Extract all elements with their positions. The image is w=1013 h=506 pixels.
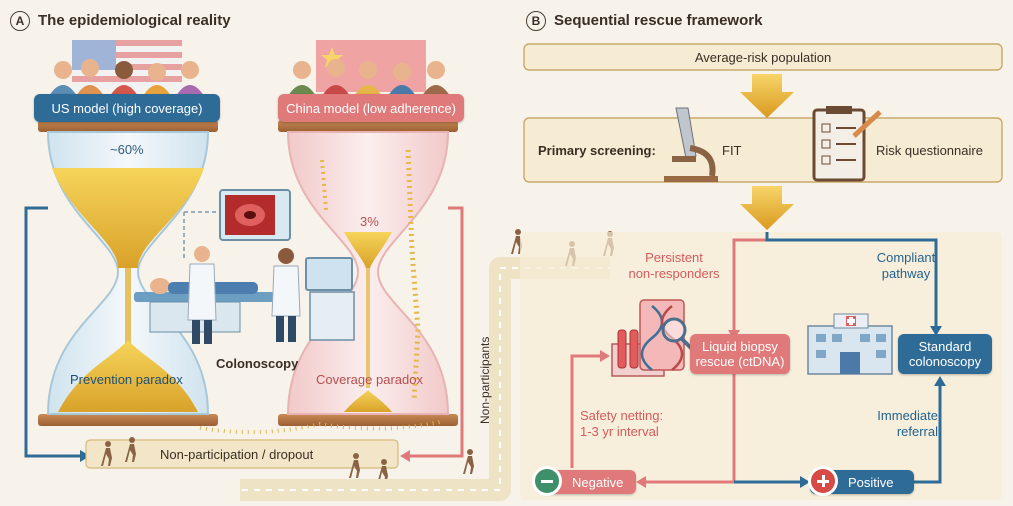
- hospital-icon: [807, 313, 893, 375]
- panel-b-title: Sequential rescue framework: [554, 12, 763, 29]
- persistent-line1: Persistent: [645, 250, 703, 265]
- china-model-label: China model (low adherence): [278, 94, 464, 122]
- persistent-label: Persistent non-responders: [622, 250, 726, 282]
- liquid-line1: Liquid biopsy: [702, 339, 778, 354]
- compliant-line1: Compliant: [876, 250, 936, 265]
- immediate-line1: Immediate: [877, 408, 938, 423]
- people-icon: [49, 59, 204, 96]
- minus-icon: [532, 466, 562, 496]
- prevention-paradox-label: Prevention paradox: [70, 372, 183, 387]
- compliant-line2: pathway: [881, 266, 931, 281]
- population-label: Average-risk population: [694, 50, 832, 65]
- standard-colonoscopy-box: Standard colonoscopy: [898, 334, 992, 374]
- hourglass-icon: [278, 120, 458, 426]
- people-icon: [288, 59, 450, 96]
- dropout-label: Non-participation / dropout: [160, 447, 314, 462]
- doctor-icon: [187, 246, 301, 344]
- safety-line1: Safety netting:: [580, 408, 664, 423]
- liquid-biopsy-box: Liquid biopsy rescue (ctDNA): [690, 334, 790, 374]
- immediate-referral-label: Immediate referral: [862, 408, 938, 440]
- risk-questionnaire-label: Risk questionnaire: [876, 143, 983, 158]
- standard-line1: Standard: [918, 339, 972, 354]
- plus-icon: [808, 466, 838, 496]
- panel-a-letter: A: [10, 11, 30, 31]
- colonoscopy-label: Colonoscopy: [216, 356, 299, 371]
- down-arrow-icon: [740, 186, 794, 230]
- dropout-box: [85, 439, 399, 469]
- hourglass-icon: [38, 120, 218, 426]
- safety-line2: 1-3 yr interval: [580, 424, 659, 439]
- coverage-paradox-label: Coverage paradox: [316, 372, 423, 387]
- us-model-label: US model (high coverage): [34, 94, 220, 122]
- immediate-line2: referral: [896, 424, 938, 439]
- positive-label: Positive: [848, 474, 894, 490]
- fit-label: FIT: [722, 143, 742, 158]
- liquid-line2: rescue (ctDNA): [695, 354, 785, 369]
- primary-screening-label: Primary screening:: [538, 143, 656, 158]
- compliant-label: Compliant pathway: [866, 250, 946, 282]
- clipboard-icon: [812, 106, 882, 182]
- down-arrow-icon: [740, 74, 794, 118]
- persistent-line2: non-responders: [628, 266, 720, 281]
- us-percentage: ~60%: [110, 142, 144, 157]
- panel-b-letter: B: [526, 11, 546, 31]
- endoscopy-monitor-icon: [183, 189, 355, 341]
- dna-magnifier-icon: [640, 305, 694, 371]
- population-box: [523, 43, 1003, 71]
- microscope-icon: [664, 107, 718, 182]
- panel-a-title: The epidemiological reality: [38, 12, 231, 29]
- safety-netting-label: Safety netting: 1-3 yr interval: [580, 408, 663, 440]
- china-percentage: 3%: [360, 214, 379, 229]
- negative-label: Negative: [572, 474, 624, 490]
- non-participants-label: Non-participants: [478, 336, 492, 424]
- standard-line2: colonoscopy: [908, 354, 982, 369]
- screening-box: [523, 117, 1003, 183]
